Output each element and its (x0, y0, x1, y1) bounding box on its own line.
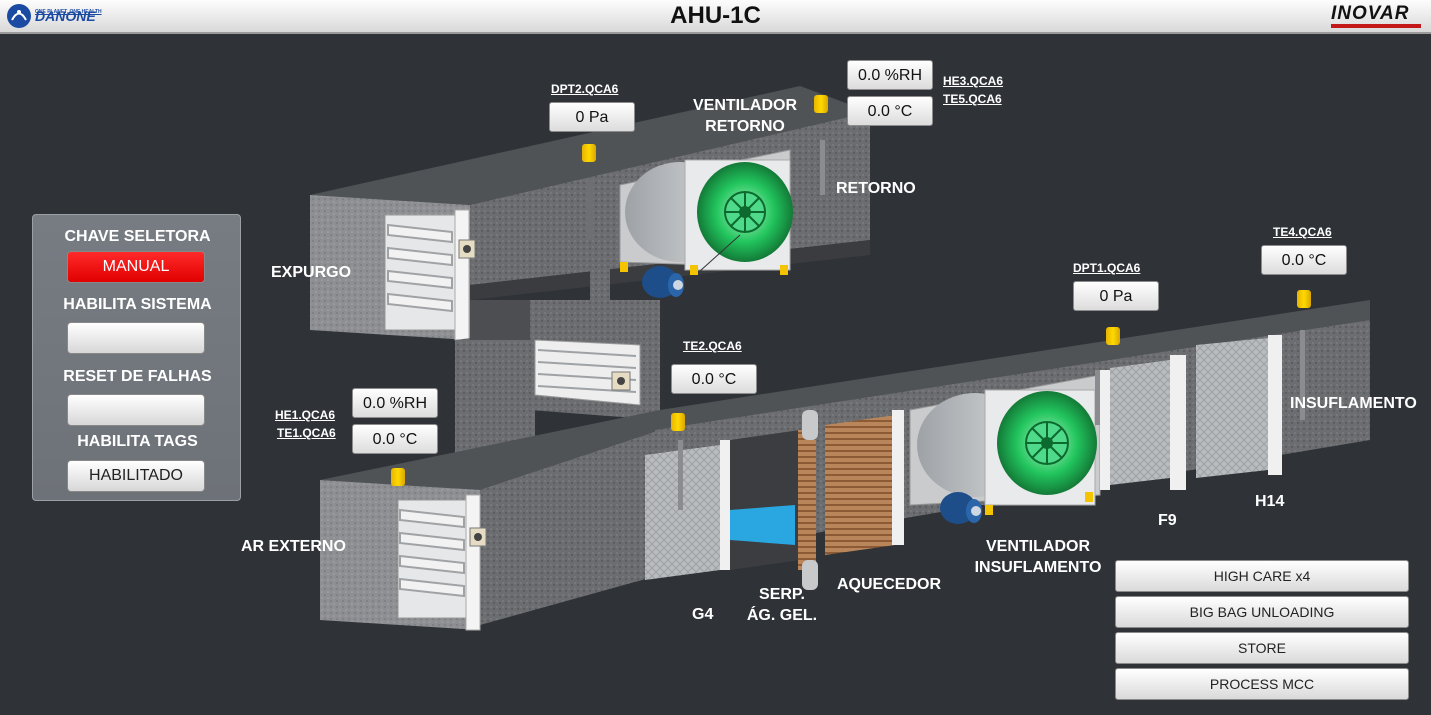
label-heater: AQUECEDOR (837, 576, 942, 593)
enable-system-button[interactable] (67, 322, 205, 354)
header-bar: DANONE ONE PLANET. ONE HEALTH AHU-1C INO… (0, 0, 1431, 34)
mixing-damper (534, 339, 641, 406)
nav-big-bag-unloading-button[interactable]: BIG BAG UNLOADING (1115, 596, 1409, 628)
value-te5: 0.0 °C (847, 96, 933, 126)
ahu-diagram (0, 34, 1431, 715)
label-supply-fan-l1: VENTILADOR (986, 538, 1090, 555)
f9-filter (1110, 360, 1170, 485)
tag-he3: HE3.QCA6 (943, 74, 1004, 88)
return-fan-unit (590, 149, 793, 300)
selector-label: CHAVE SELETORA (64, 228, 211, 245)
te4-sensor-icon (1297, 290, 1311, 308)
inovar-logo: INOVAR (1331, 4, 1421, 28)
tag-he1: HE1.QCA6 (275, 408, 336, 422)
nav-process-mcc-button[interactable]: PROCESS MCC (1115, 668, 1409, 700)
dpt2-sensor-icon (582, 144, 596, 162)
value-te2: 0.0 °C (671, 364, 757, 394)
page-title: AHU-1C (670, 2, 761, 29)
label-cooling-coil: SERP. ÁG. GEL. (742, 584, 822, 626)
dpt1-sensor-icon (1106, 327, 1120, 345)
label-return-fan-l1: VENTILADOR (693, 97, 797, 114)
danone-logo-name: DANONE (35, 8, 96, 24)
tag-dpt1: DPT1.QCA6 (1073, 261, 1141, 275)
g4-filter (645, 445, 720, 580)
label-outside-air: AR EXTERNO (241, 538, 346, 555)
label-h14: H14 (1255, 493, 1285, 510)
danone-emblem-icon (7, 4, 31, 28)
enable-tags-button[interactable]: HABILITADO (67, 460, 205, 492)
danone-logo-tagline: ONE PLANET. ONE HEALTH (35, 9, 102, 15)
label-supply-fan-l2: INSUFLAMENTO (974, 559, 1102, 576)
he3-sensor-icon (814, 95, 828, 113)
control-panel: CHAVE SELETORA MANUAL HABILITA SISTEMA R… (32, 214, 241, 501)
inovar-logo-bar (1331, 24, 1421, 28)
nav-high-care-button[interactable]: HIGH CARE x4 (1115, 560, 1409, 592)
label-supply: INSUFLAMENTO (1290, 395, 1417, 412)
tag-te4: TE4.QCA6 (1273, 225, 1332, 239)
inovar-logo-name: INOVAR (1331, 3, 1410, 24)
tag-te1: TE1.QCA6 (277, 426, 336, 440)
label-cooling-coil-l1: SERP. (759, 586, 805, 603)
sensor-markers (391, 95, 1311, 486)
label-return-fan-l2: RETORNO (705, 118, 785, 135)
enable-system-label: HABILITA SISTEMA (63, 296, 212, 313)
label-return: RETORNO (836, 180, 916, 197)
value-te4: 0.0 °C (1261, 245, 1347, 275)
enable-tags-label: HABILITA TAGS (77, 433, 198, 450)
label-supply-fan: VENTILADOR INSUFLAMENTO (968, 536, 1108, 578)
reset-faults-label: RESET DE FALHAS (63, 368, 212, 385)
value-he3: 0.0 %RH (847, 60, 933, 90)
supply-fan-unit (909, 374, 1101, 524)
exhaust-damper (384, 209, 476, 341)
te2-sensor-icon (671, 413, 685, 431)
label-exhaust: EXPURGO (271, 264, 352, 281)
label-cooling-coil-l2: ÁG. GEL. (746, 607, 818, 624)
label-f9: F9 (1158, 512, 1177, 529)
label-return-fan: VENTILADOR RETORNO (665, 95, 825, 137)
value-dpt2: 0 Pa (549, 102, 635, 132)
selector-switch-button[interactable]: MANUAL (67, 251, 205, 283)
tag-te2: TE2.QCA6 (683, 339, 742, 353)
heater-coil (825, 415, 895, 555)
he1-sensor-icon (391, 468, 405, 486)
tag-dpt2: DPT2.QCA6 (551, 82, 619, 96)
nav-store-button[interactable]: STORE (1115, 632, 1409, 664)
danone-logo: DANONE ONE PLANET. ONE HEALTH (6, 2, 102, 30)
h14-filter (1196, 338, 1268, 478)
cooling-coil (730, 410, 818, 590)
label-g4: G4 (692, 606, 714, 623)
tag-te5: TE5.QCA6 (943, 92, 1002, 106)
reset-faults-button[interactable] (67, 394, 205, 426)
value-te1: 0.0 °C (352, 424, 438, 454)
outside-air-damper (397, 494, 487, 631)
value-he1: 0.0 %RH (352, 388, 438, 418)
value-dpt1: 0 Pa (1073, 281, 1159, 311)
